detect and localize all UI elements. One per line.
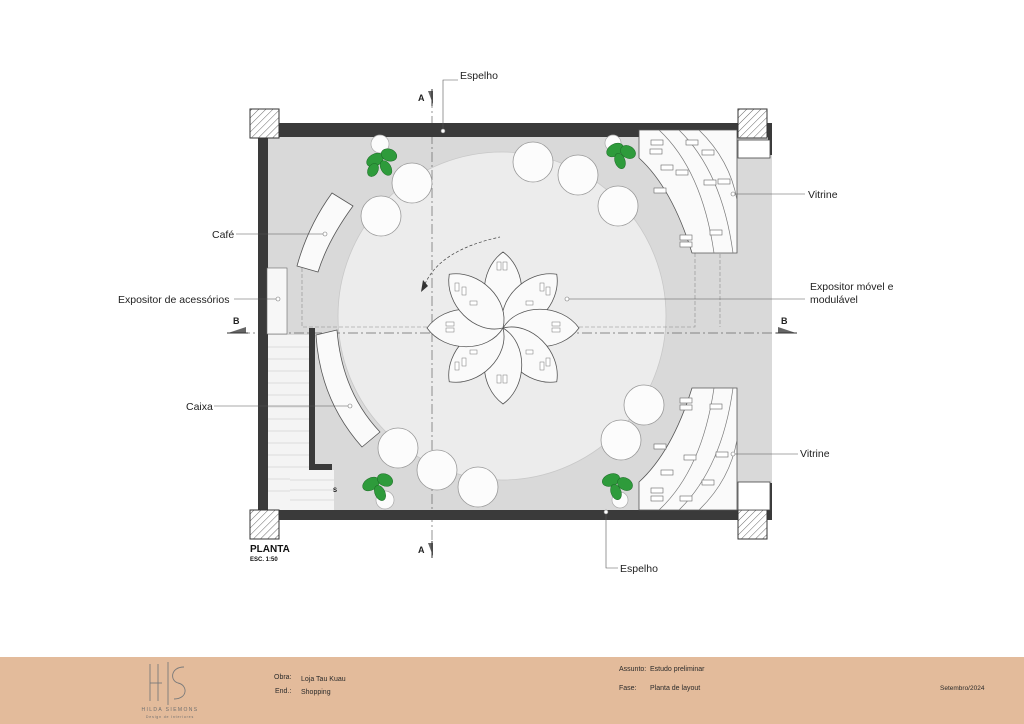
logo: HILDA SIEMONS Design de Interiores xyxy=(128,661,212,721)
label-vitrine-top: Vitrine xyxy=(808,189,838,201)
plant-bottom-right xyxy=(602,473,633,500)
section-marker-b-left: B xyxy=(227,316,248,334)
label-cafe: Café xyxy=(212,229,234,241)
svg-text:B: B xyxy=(781,316,788,326)
section-marker-a-top: A xyxy=(418,89,433,106)
plant-top-left xyxy=(366,148,398,177)
label-expositor-acessorios: Expositor de acessórios xyxy=(118,294,229,306)
endereco-label: End.: xyxy=(275,688,292,695)
window-jambs xyxy=(737,139,771,511)
vitrine-top xyxy=(638,129,738,254)
svg-text:A: A xyxy=(418,93,425,103)
logo-name: HILDA SIEMONS xyxy=(141,707,199,713)
label-vitrine-bottom: Vitrine xyxy=(800,448,830,460)
endereco-value: Shopping xyxy=(301,689,331,696)
fase-value: Planta de layout xyxy=(650,685,701,692)
svg-text:A: A xyxy=(418,545,425,555)
date: Setembro/2024 xyxy=(940,685,985,692)
assunto-value: Estudo preliminar xyxy=(650,666,705,673)
drawing-title: PLANTA xyxy=(250,544,290,555)
corner-columns xyxy=(249,108,768,540)
rotation-arrow-head xyxy=(421,280,428,292)
fase-label: Fase: xyxy=(619,685,637,692)
caixa-counter xyxy=(315,329,381,448)
label-espelho-bottom: Espelho xyxy=(620,563,658,575)
plant-top-right xyxy=(606,142,636,169)
section-marker-b-right: B xyxy=(776,316,797,334)
label-expositor-movel-line2: modulável xyxy=(810,294,858,306)
label-caixa: Caixa xyxy=(186,401,213,413)
vitrine-bottom xyxy=(638,387,738,511)
drawing-scale: ESC. 1:50 xyxy=(250,557,278,563)
obra-value: Loja Tau Kuau xyxy=(301,676,346,683)
logo-subtitle: Design de Interiores xyxy=(145,715,195,719)
label-expositor-movel-line1: Expositor móvel e xyxy=(810,281,894,293)
svg-text:B: B xyxy=(233,316,240,326)
label-espelho-top: Espelho xyxy=(460,70,498,82)
section-marker-a-bottom: A xyxy=(418,541,433,558)
obra-label: Obra: xyxy=(274,674,292,681)
assunto-label: Assunto: xyxy=(619,666,647,673)
title-block: HILDA SIEMONS Design de Interiores Obra:… xyxy=(0,657,1024,724)
stair xyxy=(268,335,334,511)
plant-bottom-left xyxy=(362,473,393,501)
floor-plan: S xyxy=(118,70,894,575)
logo-monogram-icon xyxy=(149,662,186,705)
round-tables xyxy=(360,141,665,508)
leader-dots xyxy=(275,128,736,515)
caixa-partition-wall xyxy=(309,328,332,470)
flower-display xyxy=(426,251,580,405)
rotation-arrow xyxy=(424,236,501,285)
leader-lines xyxy=(214,79,805,569)
stair-mark: S xyxy=(333,488,337,494)
